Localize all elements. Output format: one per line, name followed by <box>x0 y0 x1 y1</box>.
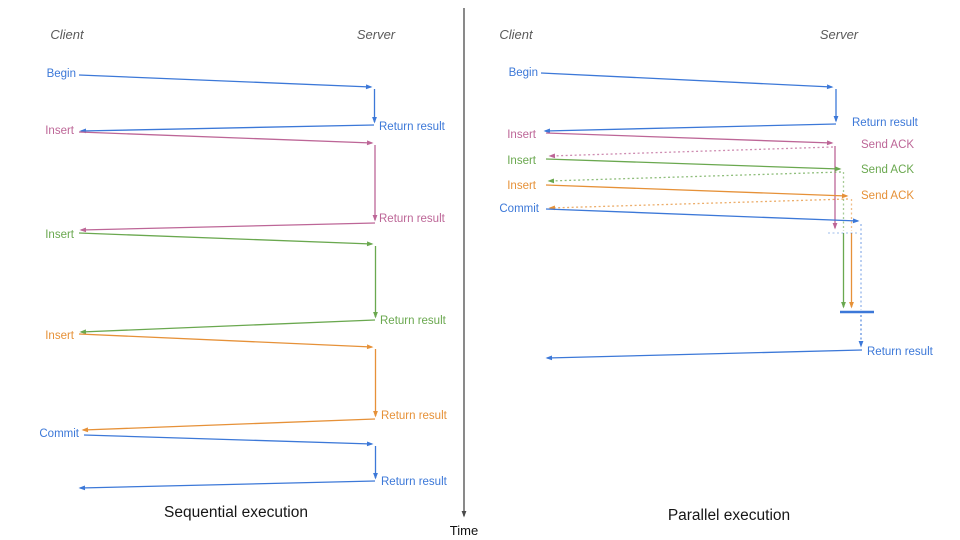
insert3-ack-arrow <box>548 198 849 211</box>
insert3-processing-arrow-head <box>849 302 854 309</box>
insert3-ack-label: Send ACK <box>861 190 914 202</box>
insert3-label: Insert <box>507 180 537 192</box>
begin-processing-arrow-head <box>372 117 377 124</box>
begin-label: Begin <box>509 67 538 79</box>
insert1-processing-arrow-head <box>832 223 838 230</box>
commit-resume-arrow-head <box>858 341 864 348</box>
time-axis-label: Time <box>450 523 478 538</box>
commit-return-arrow <box>78 480 376 491</box>
server-header: Server <box>820 27 859 42</box>
insert1-return-arrow <box>79 222 376 233</box>
panel-title: Parallel execution <box>668 507 790 524</box>
commit-return-label: Return result <box>867 346 934 358</box>
insert2-ack-arrow <box>547 171 842 184</box>
commit-label: Commit <box>39 428 79 440</box>
insert2-return-label: Return result <box>380 315 447 327</box>
commit-request-arrow <box>545 208 860 224</box>
insert2-request-arrow-head <box>366 241 374 247</box>
time-axis-line-head <box>461 511 467 518</box>
begin-processing-arrow <box>833 89 839 123</box>
insert3-request-arrow <box>78 333 374 350</box>
commit-request-arrow-head <box>852 218 860 224</box>
insert2-ack-label: Send ACK <box>861 164 914 176</box>
insert3-label: Insert <box>45 330 75 342</box>
insert2-processing-arrow-head <box>841 302 846 309</box>
begin-request-arrow-head <box>365 84 373 90</box>
insert3-request-arrow-head <box>366 344 374 350</box>
insert3-return-arrow-head <box>81 427 89 433</box>
insert3-return-label: Return result <box>381 410 448 422</box>
insert2-label: Insert <box>45 229 75 241</box>
insert1-ack-label: Send ACK <box>861 139 914 151</box>
insert1-request-arrow <box>545 132 834 146</box>
insert2-label: Insert <box>507 155 537 167</box>
client-header: Client <box>50 27 85 42</box>
insert3-processing-arrow <box>373 349 378 418</box>
insert1-request-arrow-head <box>366 140 374 146</box>
panel-title: Sequential execution <box>164 504 308 521</box>
insert1-return-label: Return result <box>379 213 446 225</box>
insert2-return-arrow <box>79 319 376 335</box>
commit-return-arrow <box>545 349 863 361</box>
begin-return-arrow-head <box>543 128 551 134</box>
insert2-return-arrow-head <box>79 329 87 335</box>
insert2-request-arrow <box>78 232 374 247</box>
insert1-ack-arrow-head <box>548 153 556 159</box>
insert1-return-arrow-head <box>79 227 87 233</box>
begin-request-arrow <box>540 72 834 90</box>
server-header: Server <box>357 27 396 42</box>
commit-processing-arrow-head <box>373 473 378 480</box>
commit-label: Commit <box>499 203 539 215</box>
insert2-processing-arrow-head <box>373 312 378 319</box>
begin-return-arrow <box>79 124 375 134</box>
commit-return-arrow-head <box>545 355 553 361</box>
begin-processing-arrow-head <box>833 116 839 123</box>
insert3-return-arrow <box>81 418 376 433</box>
insert1-request-arrow <box>78 131 374 146</box>
insert1-processing-arrow-head <box>372 215 378 222</box>
commit-return-arrow-head <box>78 485 86 491</box>
begin-return-label: Return result <box>852 117 919 129</box>
insert2-request-arrow <box>545 158 842 172</box>
begin-return-arrow <box>543 123 837 134</box>
insert1-label: Insert <box>45 125 75 137</box>
insert2-processing-arrow <box>373 246 378 319</box>
insert3-request-arrow-head <box>841 193 849 199</box>
commit-processing-arrow <box>373 446 378 480</box>
commit-request-arrow-head <box>366 441 374 447</box>
commit-return-label: Return result <box>381 476 448 488</box>
insert3-processing-arrow-head <box>373 411 378 418</box>
insert2-ack-arrow-head <box>547 178 555 184</box>
insert3-request-arrow <box>545 184 849 199</box>
time-axis-line <box>461 8 467 518</box>
commit-request-arrow <box>83 434 374 447</box>
insert2-processing-arrow <box>841 233 846 309</box>
begin-label: Begin <box>47 68 76 80</box>
insert1-label: Insert <box>507 129 537 141</box>
insert3-processing-arrow <box>849 233 854 309</box>
insert1-processing-arrow <box>832 146 838 230</box>
begin-return-label: Return result <box>379 121 446 133</box>
begin-request-arrow-head <box>826 84 834 90</box>
insert1-ack-arrow <box>548 146 834 159</box>
begin-processing-arrow <box>372 89 377 124</box>
insert1-processing-arrow <box>372 145 378 222</box>
commit-resume-arrow <box>858 315 864 348</box>
insert1-request-arrow-head <box>826 140 834 146</box>
begin-request-arrow <box>78 74 373 90</box>
client-header: Client <box>499 27 534 42</box>
insert2-request-arrow-head <box>834 166 842 172</box>
